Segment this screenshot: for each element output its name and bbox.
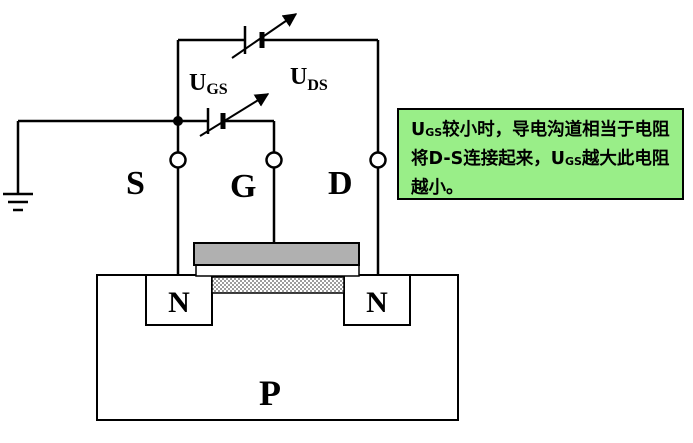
source-terminal — [169, 151, 187, 169]
source-label: S — [126, 165, 145, 202]
uds-label: UDS — [290, 64, 328, 94]
oxide-layer — [195, 264, 360, 277]
gate-label: G — [230, 168, 256, 205]
n-drain-label: N — [366, 286, 388, 319]
note-sub2: GS — [564, 155, 582, 168]
substrate-label: P — [259, 373, 281, 413]
conductive-channel — [211, 276, 345, 294]
ugs-battery-icon — [199, 93, 270, 137]
note-text2: 越大此电阻越小。 — [411, 149, 670, 198]
circuit-wires — [16, 38, 380, 275]
note-u2: U — [550, 149, 565, 169]
gate-terminal — [265, 151, 283, 169]
note-u1: U — [411, 120, 426, 140]
note-sub1: GS — [425, 126, 443, 139]
gate-electrode — [193, 242, 360, 266]
source-junction-dot — [173, 116, 183, 126]
drain-label: D — [328, 165, 353, 202]
note-text1: 较小时，导电沟道相当于电阻将D-S连接起来， — [411, 120, 670, 169]
ugs-label: UGS — [189, 70, 228, 98]
explanation-note: UGS较小时，导电沟道相当于电阻将D-S连接起来，UGS越大此电阻越小。 — [397, 108, 684, 200]
drain-terminal — [369, 151, 387, 169]
ground-symbol-icon — [3, 192, 33, 212]
uds-battery-icon — [231, 13, 298, 59]
n-region-source — [145, 274, 213, 326]
n-source-label: N — [168, 286, 190, 319]
